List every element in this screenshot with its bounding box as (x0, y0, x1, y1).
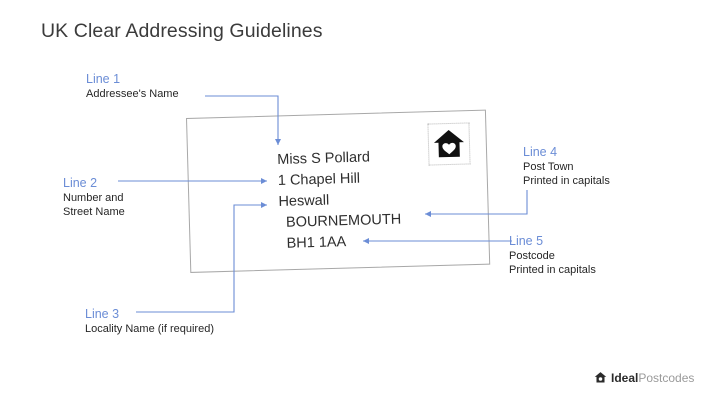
callout-line-2: Line 2 Number and Street Name (63, 175, 125, 219)
page-title: UK Clear Addressing Guidelines (41, 20, 323, 42)
callout-line-5-label: Line 5 (509, 234, 544, 248)
envelope-address-block: Miss S Pollard 1 Chapel Hill Heswall BOU… (277, 147, 402, 255)
brand-name-secondary: Postcodes (638, 370, 695, 385)
address-line-4: BOURNEMOUTH (285, 211, 402, 231)
callout-line-5-desc-2: Printed in capitals (509, 264, 596, 276)
callout-line-1-label: Line 1 (86, 72, 121, 86)
house-heart-glyph (433, 130, 464, 158)
callout-line-1-desc-1: Addressee's Name (86, 88, 179, 100)
callout-line-4-desc-2: Printed in capitals (523, 175, 610, 187)
callout-line-2-label: Line 2 (63, 176, 98, 190)
callout-line-3-label: Line 3 (85, 307, 120, 321)
callout-line-3: Line 3 Locality Name (if required) (85, 306, 214, 336)
callout-line-4-desc-1: Post Town (523, 161, 574, 173)
callout-line-4: Line 4 Post Town Printed in capitals (523, 144, 610, 188)
house-heart-stamp-icon (427, 122, 471, 166)
callout-line-4-label: Line 4 (523, 145, 558, 159)
callout-line-2-desc-2: Street Name (63, 206, 125, 218)
callout-line-1: Line 1 Addressee's Name (86, 71, 179, 101)
brand-name-primary: Ideal (611, 370, 639, 385)
callout-line-5: Line 5 Postcode Printed in capitals (509, 233, 596, 277)
house-logo-icon (594, 372, 607, 383)
callout-line-3-desc-1: Locality Name (if required) (85, 323, 214, 335)
callout-line-5-desc-1: Postcode (509, 250, 555, 262)
callout-line-2-desc-1: Number and (63, 192, 124, 204)
brand-logo: IdealPostcodes (594, 371, 694, 384)
address-line-5: BH1 1AA (286, 234, 347, 252)
